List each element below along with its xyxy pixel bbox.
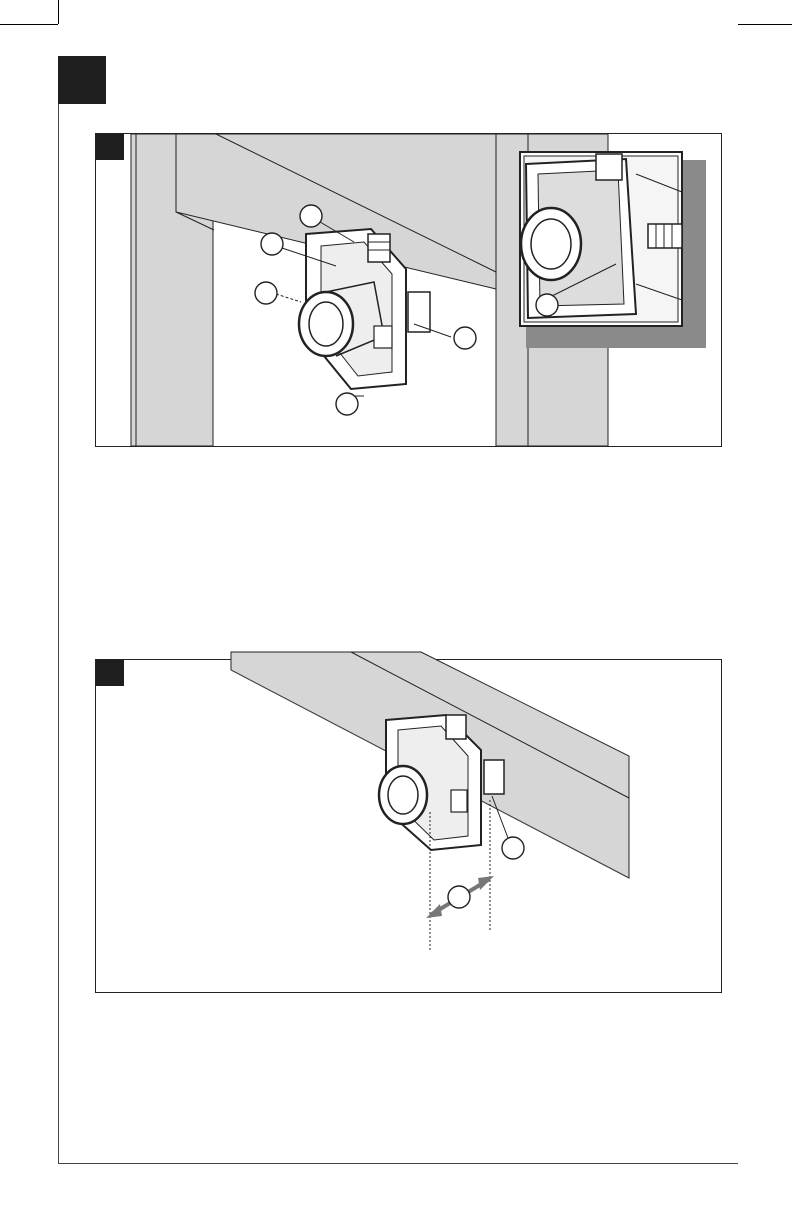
figure-b-illustration bbox=[96, 660, 721, 992]
figure-a bbox=[95, 133, 722, 447]
figure-a-illustration bbox=[96, 134, 721, 446]
callout-5 bbox=[336, 393, 358, 415]
callout-2 bbox=[261, 233, 283, 255]
page-frame-left bbox=[58, 104, 59, 1164]
trim-mark-top-vertical bbox=[58, 0, 59, 24]
callout-1 bbox=[300, 205, 322, 227]
figure-b-badge bbox=[96, 660, 124, 686]
trim-mark-top-horizontal bbox=[0, 24, 58, 25]
step-badge bbox=[58, 56, 106, 104]
callout-4 bbox=[454, 327, 476, 349]
callout-1 bbox=[502, 837, 524, 859]
figure-b bbox=[95, 659, 722, 993]
detail-inset-illustration bbox=[520, 152, 706, 348]
callout-2 bbox=[448, 886, 470, 908]
callout-6 bbox=[536, 294, 558, 316]
callout-3 bbox=[255, 282, 277, 304]
page-frame-bottom bbox=[58, 1163, 738, 1164]
figure-a-badge bbox=[96, 134, 124, 160]
trim-mark-top-right bbox=[738, 24, 792, 25]
